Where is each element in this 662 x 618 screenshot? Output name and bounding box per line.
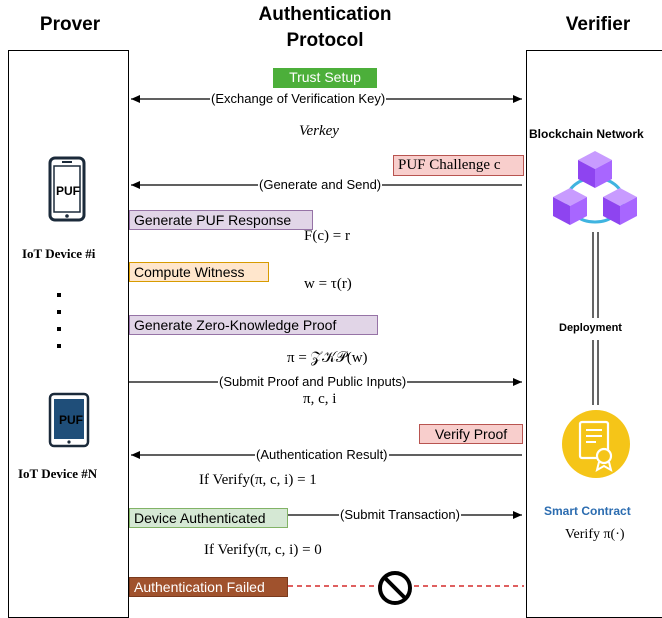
generate-send-label: (Generate and Send): [258, 177, 383, 192]
pi-eq-zkp-label: π = 𝒵𝒦𝒫(w): [287, 350, 368, 366]
puf-chip-label-n: PUF: [59, 413, 83, 427]
w-eq-tau-label: w = τ(r): [304, 276, 352, 292]
verifier-header: Verifier: [565, 14, 631, 35]
verify-proof-box: Verify Proof: [419, 424, 523, 444]
auth-result-label: (Authentication Result): [255, 447, 389, 462]
if-verify-1-label: If Verify(π, c, i) = 1: [199, 472, 317, 488]
pi-c-i-label: π, c, i: [303, 391, 337, 407]
protocol-header-line1: Authentication: [258, 4, 392, 25]
submit-transaction-label: (Submit Transaction): [339, 507, 461, 522]
verifier-lane: [526, 50, 662, 618]
prover-header: Prover: [39, 14, 101, 35]
authentication-failed-box: Authentication Failed: [129, 577, 288, 597]
prover-lane: [8, 50, 129, 618]
compute-witness-box: Compute Witness: [129, 262, 269, 282]
smartphone-icon: [48, 156, 86, 222]
smart-contract-label: Smart Contract: [544, 504, 631, 518]
generate-puf-response-box: Generate PUF Response: [129, 210, 313, 230]
if-verify-0-label: If Verify(π, c, i) = 0: [204, 542, 322, 558]
verify-func-label: Verify π(·): [565, 527, 625, 542]
puf-challenge-box: PUF Challenge c: [393, 155, 524, 176]
iot-device-n-label: IoT Device #N: [18, 466, 98, 481]
exchange-key-label: (Exchange of Verification Key): [210, 91, 387, 106]
protocol-header: Authentication Protocol: [230, 2, 420, 54]
generate-zkp-box: Generate Zero-Knowledge Proof: [129, 315, 378, 335]
verkey-label: Verkey: [299, 123, 339, 139]
blockchain-network-label: Blockchain Network: [529, 127, 644, 141]
deployment-label: Deployment: [559, 322, 622, 334]
tablet-icon: [48, 392, 90, 448]
puf-chip-label: PUF: [56, 184, 80, 198]
protocol-header-line2: Protocol: [286, 30, 364, 51]
device-authenticated-box: Device Authenticated: [129, 508, 288, 528]
certificate-contract-icon: [562, 410, 630, 478]
prohibited-icon: [378, 571, 412, 605]
submit-proof-label: (Submit Proof and Public Inputs): [218, 374, 408, 389]
trust-setup-box: Trust Setup: [273, 68, 377, 88]
f-c-eq-r-label: F(c) = r: [304, 228, 350, 244]
blockchain-cubes-icon: [553, 151, 637, 225]
more-devices-dots: [57, 293, 61, 348]
iot-device-i-label: IoT Device #i: [22, 246, 96, 261]
